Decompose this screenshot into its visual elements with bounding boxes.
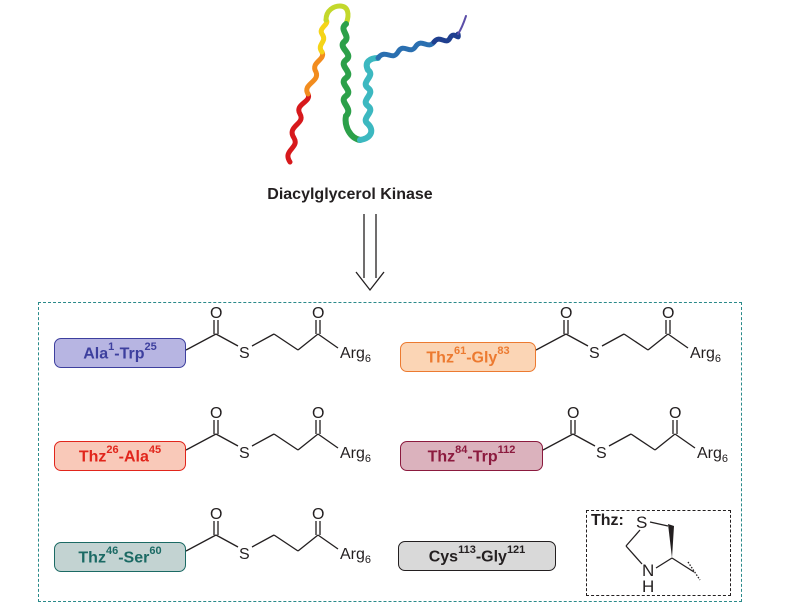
- protein-name-label: Diacylglycerol Kinase: [267, 186, 433, 203]
- arg-terminus: Arg6: [340, 345, 371, 365]
- helix-red: [285, 91, 312, 165]
- helix-navy: [431, 31, 461, 45]
- fragment-label: Thz26-Ala45: [78, 443, 162, 466]
- carbonyl-oxygen: O: [210, 306, 222, 322]
- retrosynthesis-arrow-icon: [355, 214, 385, 292]
- bond-n-ca: [655, 557, 673, 569]
- helix-green: [339, 21, 363, 143]
- thiazolidine-structure: S N H: [625, 513, 701, 596]
- loop-yellowgreen: [323, 3, 351, 27]
- ketone-oxygen: O: [312, 406, 324, 422]
- ring-sulfur: S: [636, 513, 647, 532]
- thioester-chain: O S O Arg6: [186, 406, 371, 465]
- thz-legend-box: [586, 510, 731, 596]
- fragment-thz46-ser60: Thz46-Ser60: [54, 542, 191, 576]
- thioester-chain: O S O Arg6: [543, 406, 728, 465]
- arg-terminus: Arg6: [697, 445, 728, 465]
- thioester-sulfur: S: [596, 445, 607, 462]
- helix-blue: [375, 39, 437, 61]
- thioester-sulfur: S: [239, 445, 250, 462]
- bond-s-cb: [649, 521, 669, 527]
- carbonyl-oxygen: O: [210, 507, 222, 523]
- fragment-label: Thz61-Gly83: [426, 344, 510, 367]
- thioester-sulfur: S: [239, 546, 250, 563]
- arg-terminus: Arg6: [690, 345, 721, 365]
- ring-nitrogen: N: [642, 561, 654, 580]
- carbonyl-oxygen: O: [210, 406, 222, 422]
- ketone-oxygen: O: [669, 406, 681, 422]
- tail-purple: [457, 15, 467, 35]
- fragment-thz26-ala45: Thz26-Ala45: [54, 441, 191, 475]
- thz-legend-label: Thz:: [591, 512, 624, 529]
- fragment-ala1-trp25: Ala1-Trp25: [54, 338, 191, 372]
- protein-ribbon-image: [285, 3, 467, 165]
- bond-s-ch2: [625, 529, 641, 547]
- arg-terminus: Arg6: [340, 546, 371, 566]
- fragment-thz61-gly83: Thz61-Gly83: [400, 342, 541, 376]
- ring-hydrogen: H: [642, 577, 654, 596]
- fragment-label: Thz84-Trp112: [427, 443, 516, 466]
- bond-ca-attach: [671, 557, 695, 573]
- fragment-label: Cys113-Gly121: [428, 543, 526, 566]
- thioester-chain: O S O Arg6: [536, 306, 721, 365]
- fragment-thz84-trp112: Thz84-Trp112: [400, 441, 548, 475]
- arg-terminus: Arg6: [340, 445, 371, 465]
- fragment-cys113-gly121: Cys113-Gly121: [398, 541, 561, 575]
- carbonyl-oxygen: O: [567, 406, 579, 422]
- helix-orange: [304, 49, 326, 97]
- fragment-label: Ala1-Trp25: [83, 340, 157, 363]
- thioester-sulfur: S: [589, 345, 600, 362]
- ketone-oxygen: O: [312, 507, 324, 523]
- helix-yellow: [317, 17, 330, 55]
- thioester-chain: O S O Arg6: [186, 306, 371, 365]
- fragments-frame: [38, 302, 742, 602]
- thioester-sulfur: S: [239, 345, 250, 362]
- attachment-wavy-bond: [687, 561, 701, 581]
- bond-ch2-n: [625, 545, 643, 565]
- fragment-label: Thz46-Ser60: [78, 544, 162, 567]
- wedge-bond: [668, 524, 674, 558]
- thioester-chain: O S O Arg6: [186, 507, 371, 566]
- ketone-oxygen: O: [312, 306, 324, 322]
- helix-cyan: [357, 55, 381, 143]
- carbonyl-oxygen: O: [560, 306, 572, 322]
- ketone-oxygen: O: [662, 306, 674, 322]
